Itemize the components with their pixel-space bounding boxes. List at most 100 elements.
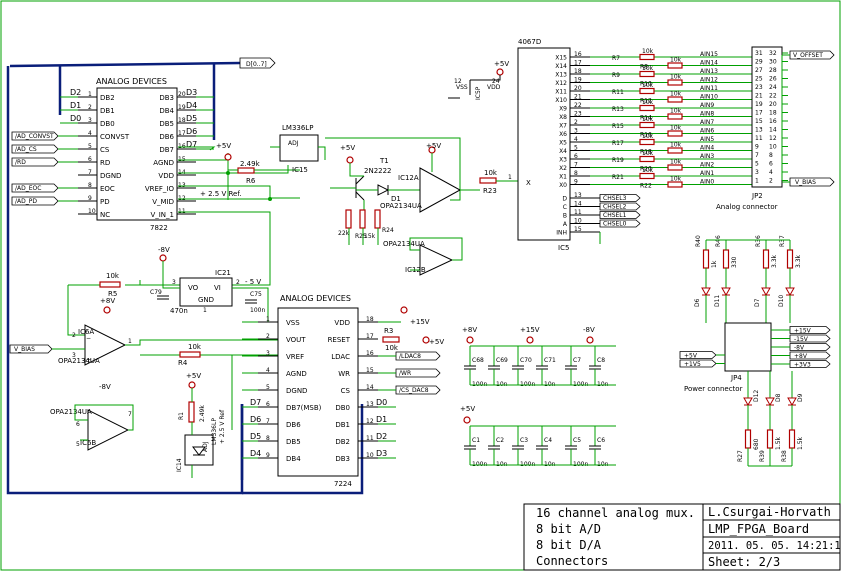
ic15-body <box>279 134 319 162</box>
dac-pin-num: 7 <box>266 418 270 425</box>
jp2-pin-num: 29 <box>755 59 763 66</box>
r5-value: 10k <box>106 272 120 280</box>
mux-pin-num: 8 <box>574 170 578 177</box>
jp2-pin-num: 30 <box>769 59 777 66</box>
adc-data-net: D5 <box>186 114 197 123</box>
adc-pin-num: 20 <box>178 91 186 98</box>
jp2-pin-num: 14 <box>769 127 777 134</box>
adc-part: 7822 <box>150 224 168 232</box>
dac-pin-name: DB3 <box>335 455 350 463</box>
ic14-vref: +5V R1 2.49k ADJ IC14 LM336LP + 2.5 V Re… <box>176 355 233 478</box>
adc-data-net: D2 <box>70 88 81 97</box>
ic21-body <box>179 277 233 307</box>
adc-pin-num: 7 <box>88 169 92 176</box>
jp4-caption: Power connector <box>684 385 743 393</box>
svg-text:−: − <box>86 335 91 342</box>
jp2-net-top: V_OFFSET <box>793 52 823 59</box>
r6-resistor <box>237 167 255 174</box>
jp2-pin-num: 6 <box>769 161 773 168</box>
mux-resistor-ref: R21 <box>612 174 624 181</box>
mux-resistor <box>639 53 655 61</box>
mux-power-ref: IC5P <box>475 86 482 100</box>
mux-resistor-ref: R7 <box>612 55 620 62</box>
r1-value: 2.49k <box>199 405 206 422</box>
jp4-net: +1V5 <box>684 361 701 368</box>
adc-data-net: D4 <box>186 101 197 110</box>
ic21-pin-vi: VI <box>214 284 221 292</box>
r4-value: 10k <box>188 343 202 351</box>
r25-value: 15k <box>364 233 376 240</box>
mux-resistor-ref: R14 <box>640 115 652 122</box>
mux-vdd-num: 24 <box>492 78 500 85</box>
ic6b-pin6: 6 <box>76 421 80 428</box>
mux-resistor-ref: R10 <box>640 81 652 88</box>
dac-pin-num: 3 <box>266 350 270 357</box>
ic15-ref: IC15 <box>292 166 308 174</box>
led-resistor-value: 1.5k <box>775 436 782 450</box>
mux-pin-name: X13 <box>555 72 567 79</box>
r23-ref: R23 <box>483 187 497 195</box>
jp2-pin-num: 4 <box>769 169 773 176</box>
cap-ref: C69 <box>496 357 508 364</box>
supply-c70-p15v: +15V <box>520 326 540 334</box>
c75-ref: C75 <box>250 291 262 298</box>
mux-resistor-value: 10k <box>642 48 654 55</box>
adc-pin-name: V_MID <box>152 198 174 206</box>
adc-pin-name: DB3 <box>159 94 174 102</box>
adc-data-net: D6 <box>186 127 197 136</box>
ic21-pin-vo: VO <box>188 284 199 292</box>
supply-c1-5v: +5V <box>460 405 475 413</box>
mux-pin-num: 6 <box>574 153 578 160</box>
mux-resistor-value: 10k <box>670 91 682 98</box>
ic14-body <box>184 434 214 466</box>
mux-select-name: B <box>563 213 567 220</box>
ic6a-buffer: 10k R5 − + 2 3 1 +8V -8V IC6A OPA2134UA … <box>9 272 278 391</box>
mux-resistor-ref: R11 <box>612 89 624 96</box>
title-line-4: Connectors <box>536 554 608 568</box>
jp4-net: +5V <box>684 353 698 360</box>
dac-pin-num: 12 <box>366 418 374 425</box>
mux-pin-num: 23 <box>574 111 582 118</box>
mux-resistor <box>667 130 683 137</box>
cap-ref: C8 <box>597 357 605 364</box>
cap-ref: C5 <box>573 437 581 444</box>
data-bus: D[0..7] <box>6 57 364 495</box>
mux-pin-name: X14 <box>555 63 567 70</box>
dac-pin-num: 10 <box>366 452 374 459</box>
ic6b-pin5: 5 <box>76 441 80 448</box>
jp2-pin-num: 20 <box>769 101 777 108</box>
r5-ref: R5 <box>108 290 117 298</box>
mux-resistor-value: 10k <box>670 74 682 81</box>
ic6a-ref: IC6A <box>78 328 94 336</box>
ic15-adj: ADJ <box>288 140 299 147</box>
dac-pin-name: VSS <box>286 319 300 327</box>
jp2-pin-num: 22 <box>769 93 777 100</box>
led-resistor-value: 1.5k <box>797 436 804 450</box>
dac-data-net: D0 <box>376 398 387 407</box>
adc-pin-name: RD <box>100 159 110 167</box>
diode-ref: D9 <box>797 393 804 402</box>
adc-data-net: D0 <box>70 114 81 123</box>
mux-vdd: VDD <box>487 84 501 91</box>
dac-pin-num: 8 <box>266 435 270 442</box>
mux-pin-name: X9 <box>559 106 567 113</box>
ain-net: AIN9 <box>700 102 714 109</box>
supply-ic14-5v: +5V <box>186 372 201 380</box>
ic14-ref: IC14 <box>176 458 183 472</box>
ain-net: AIN10 <box>700 94 718 101</box>
adc-pin-name: PD <box>100 198 110 206</box>
r24-ref: R24 <box>382 227 394 234</box>
adc-pin-num: 4 <box>88 130 92 137</box>
mux-select-num: 10 <box>574 218 582 225</box>
r25-ref: R25 <box>355 233 367 240</box>
mux-pin-num: 4 <box>574 136 578 143</box>
r3-resistor <box>382 336 400 343</box>
mux-resistor-ref: R19 <box>612 157 624 164</box>
ic15-part: LM336LP <box>282 124 313 132</box>
mux-ref: IC5 <box>558 244 569 252</box>
mux-resistor <box>639 121 655 129</box>
